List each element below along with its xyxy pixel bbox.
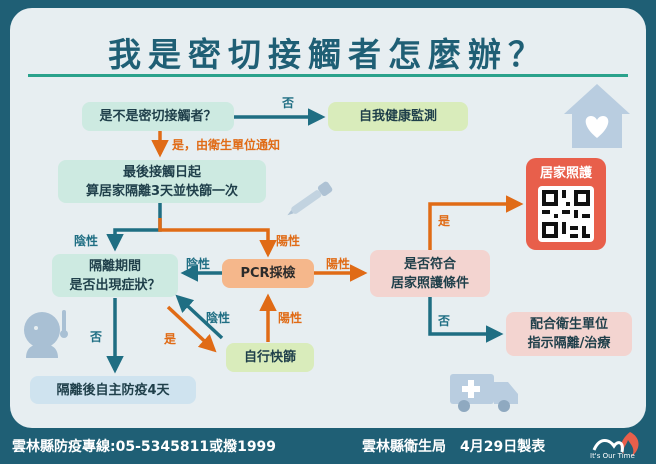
node-follow-health-unit: 配合衛生單位 指示隔離/治療: [506, 312, 632, 356]
sick-person-icon: [24, 310, 68, 358]
node-is-close-contact: 是不是密切接觸者？: [82, 102, 234, 131]
label-no-home-care: 否: [438, 314, 451, 328]
label-yes-diag: 是: [164, 332, 177, 346]
node-last-contact: 最後接觸日起 算居家隔離3天並快篩一次: [58, 160, 266, 203]
title-divider: [28, 74, 628, 77]
node-self-rapid-test: 自行快篩: [226, 343, 314, 372]
label-no-top: 否: [282, 96, 295, 110]
arrow-positive-pcr: [158, 218, 277, 258]
label-positive-mid: 陽性: [276, 234, 301, 248]
node-pcr: PCR採檢: [222, 259, 314, 288]
node-home-care-check-line1: 是否符合: [403, 256, 456, 272]
label-positive-selftest: 陽性: [278, 311, 303, 325]
footer-bureau: 雲林縣衛生局 4月29日製表: [362, 439, 546, 455]
house-heart-icon: [564, 84, 630, 148]
arrow-no-follow-unit: [428, 297, 504, 343]
logo-text: It's Our Time: [590, 452, 635, 460]
node-isolation-line2: 是否出現症狀？: [69, 277, 161, 293]
dropper-icon: [287, 181, 333, 216]
node-follow-line2: 指示隔離/治療: [527, 336, 611, 351]
label-positive-pcr: 陽性: [326, 257, 351, 271]
logo-flame-icon: It's Our Time: [590, 430, 652, 462]
label-yes-notified: 是，由衛生單位通知: [172, 138, 281, 152]
footer-hotline: 雲林縣防疫專線:05-5345811或撥1999: [12, 439, 277, 455]
arrow-negative-isolation: [106, 203, 162, 252]
label-yes-home-care: 是: [438, 214, 451, 228]
node-last-contact-line2: 算居家隔離3天並快篩一次: [85, 183, 239, 199]
label-no-isolation: 否: [90, 330, 103, 344]
qr-code-icon[interactable]: [538, 186, 594, 242]
node-follow-line1: 配合衛生單位: [529, 317, 608, 332]
label-negative-left: 陰性: [74, 234, 99, 248]
node-home-care-check-line2: 居家照護條件: [390, 275, 469, 291]
node-last-contact-line1: 最後接觸日起: [122, 164, 201, 180]
arrow-selftest-negative: [175, 294, 224, 340]
node-home-care-check: 是否符合 居家照護條件: [370, 250, 490, 297]
node-home-care-label: 居家照護: [539, 166, 592, 181]
arrow-yes-home-care: [428, 195, 524, 250]
node-isolation-symptoms: 隔離期間 是否出現症狀？: [52, 254, 178, 297]
arrow-yes-selftest: [166, 305, 217, 353]
node-isolation-line1: 隔離期間: [88, 258, 141, 274]
node-post-isolation: 隔離後自主防疫4天: [30, 376, 196, 404]
page-title: 我是密切接觸者怎麼辦？: [108, 35, 548, 74]
label-negative-diag: 陰性: [206, 311, 231, 325]
node-self-health-monitor: 自我健康監測: [328, 102, 468, 131]
label-negative-pcr: 陰性: [186, 257, 211, 271]
ambulance-icon: [450, 374, 518, 412]
